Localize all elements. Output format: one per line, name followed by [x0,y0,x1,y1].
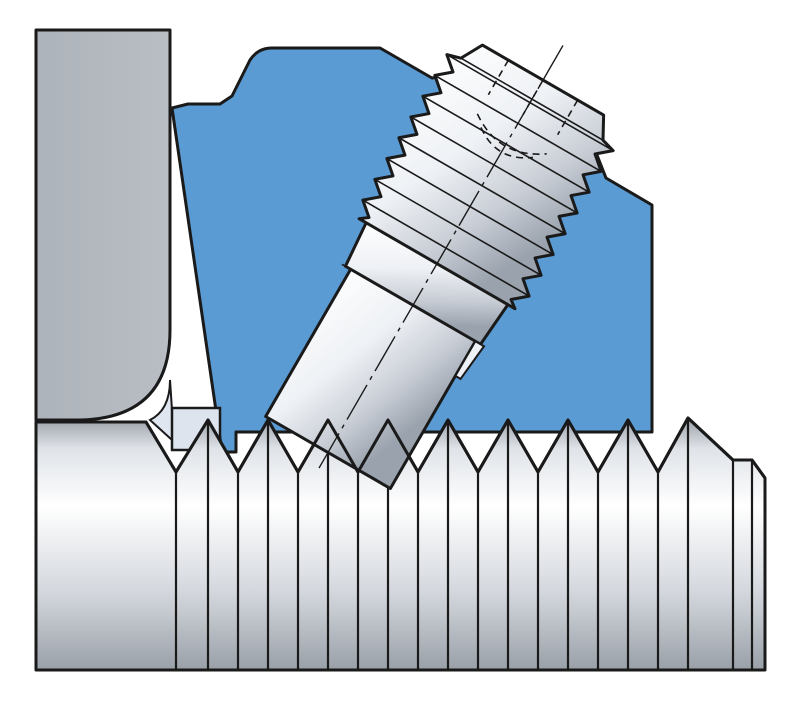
seal-wedge [148,379,173,443]
fitting-threaded-head [357,43,615,311]
rod-top-edge [36,416,767,479]
gray-housing [34,28,172,422]
neck-chamfer [453,339,486,381]
angled-fitting [264,43,615,490]
fitting-center-axis [317,45,564,471]
rod-thread-lines [174,418,754,670]
